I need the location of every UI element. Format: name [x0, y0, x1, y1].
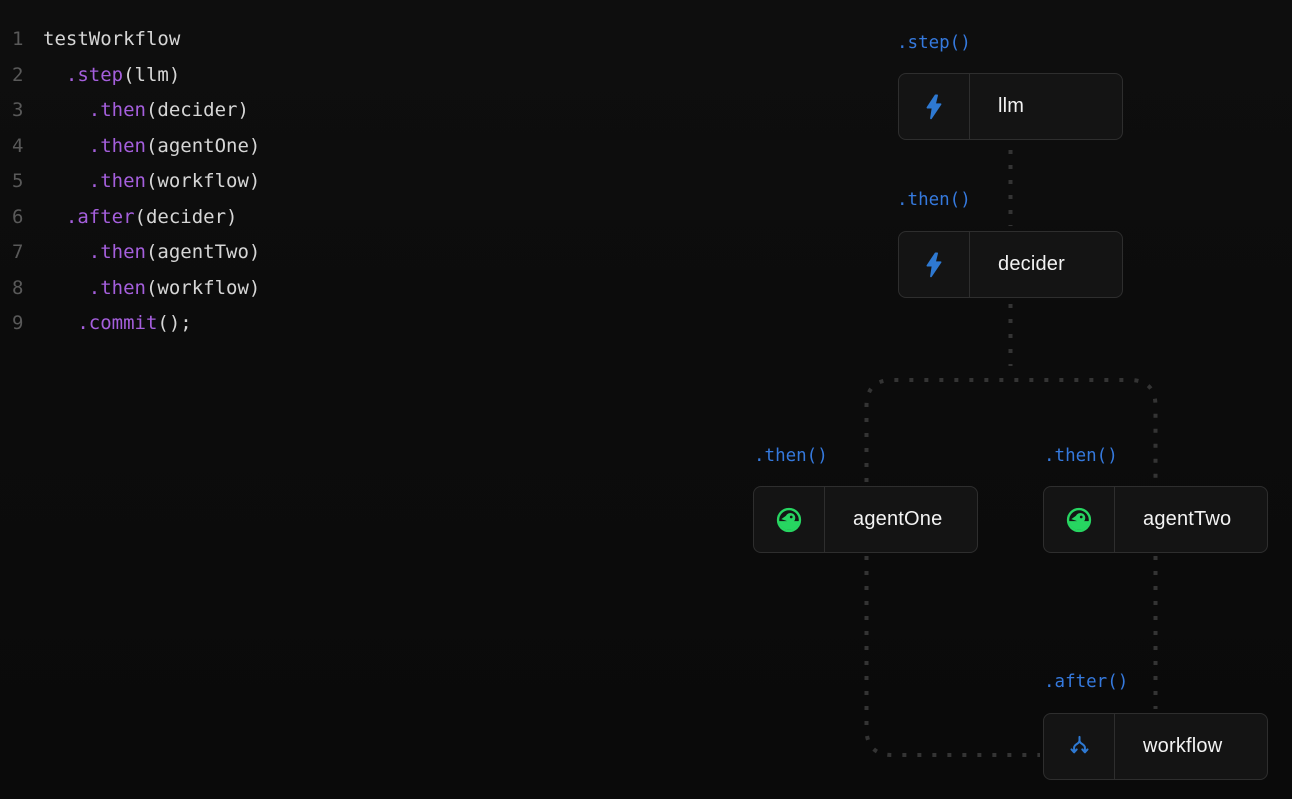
code-method-token: .then: [88, 170, 146, 192]
workflow-node-decider[interactable]: decider: [898, 231, 1123, 298]
code-method-token: .then: [88, 241, 146, 263]
workflow-node-agenttwo[interactable]: agentTwo: [1043, 486, 1268, 553]
code-panel: 1 testWorkflow 2 .step(llm) 3 .then(deci…: [0, 22, 640, 342]
code-text-token: (decider): [134, 205, 238, 228]
code-method-token: .then: [88, 99, 146, 121]
agent-bird-icon: [1066, 507, 1092, 532]
code-method-token: .then: [88, 276, 146, 299]
code-line: 6 .after(decider): [0, 200, 640, 236]
node-label: workflow: [1143, 735, 1223, 757]
code-method-token: .then: [88, 134, 146, 157]
line-number: 1: [12, 28, 24, 50]
then-method-label: .then(): [754, 446, 828, 466]
node-label: llm: [998, 95, 1025, 117]
code-text-token: testWorkflow: [43, 28, 181, 50]
line-number: 5: [12, 170, 24, 192]
then-method-label: .then(): [1044, 446, 1118, 466]
connector-branch-split: [864, 378, 1158, 482]
line-number: 4: [12, 134, 24, 157]
code-line: 8 .then(workflow): [0, 271, 640, 307]
lightning-bolt-icon: [926, 252, 942, 277]
step-method-label: .step(): [897, 33, 971, 53]
line-number: 7: [12, 241, 24, 263]
then-method-label: .then(): [897, 190, 971, 210]
line-number: 9: [12, 312, 24, 334]
after-method-label: .after(): [1044, 672, 1129, 692]
line-number: 8: [12, 276, 24, 299]
code-line: 9 .commit();: [0, 306, 640, 342]
code-line: 3 .then(decider): [0, 93, 640, 129]
code-text-token: (workflow): [145, 276, 261, 299]
code-method-token: .step: [65, 63, 124, 86]
workflow-node-llm[interactable]: llm: [898, 73, 1123, 140]
code-text-token: (agentOne): [145, 134, 261, 157]
code-text-token: (decider): [145, 99, 249, 121]
connector-agentone-workflow: [864, 556, 1040, 757]
line-number: 2: [12, 63, 24, 86]
code-line: 2 .step(llm): [0, 58, 640, 94]
lightning-bolt-icon: [926, 94, 942, 119]
code-line: 4 .then(agentOne): [0, 129, 640, 165]
code-line: 1 testWorkflow: [0, 22, 640, 58]
agent-bird-icon: [776, 507, 802, 532]
code-method-token: .after: [65, 205, 135, 228]
line-number: 3: [12, 99, 24, 121]
code-text-token: (llm): [123, 63, 181, 86]
code-method-token: .commit: [77, 312, 158, 334]
code-text-token: (agentTwo): [145, 241, 261, 263]
workflow-node-workflow[interactable]: workflow: [1043, 713, 1268, 780]
branch-fork-icon: [1070, 735, 1088, 754]
line-number: 6: [12, 205, 24, 228]
node-label: decider: [998, 253, 1065, 275]
node-label: agentTwo: [1143, 508, 1232, 530]
code-text-token: ();: [157, 312, 192, 334]
workflow-node-agentone[interactable]: agentOne: [753, 486, 978, 553]
code-line: 5 .then(workflow): [0, 164, 640, 200]
code-line: 7 .then(agentTwo): [0, 235, 640, 271]
node-label: agentOne: [853, 508, 943, 530]
code-text-token: (workflow): [145, 170, 261, 192]
